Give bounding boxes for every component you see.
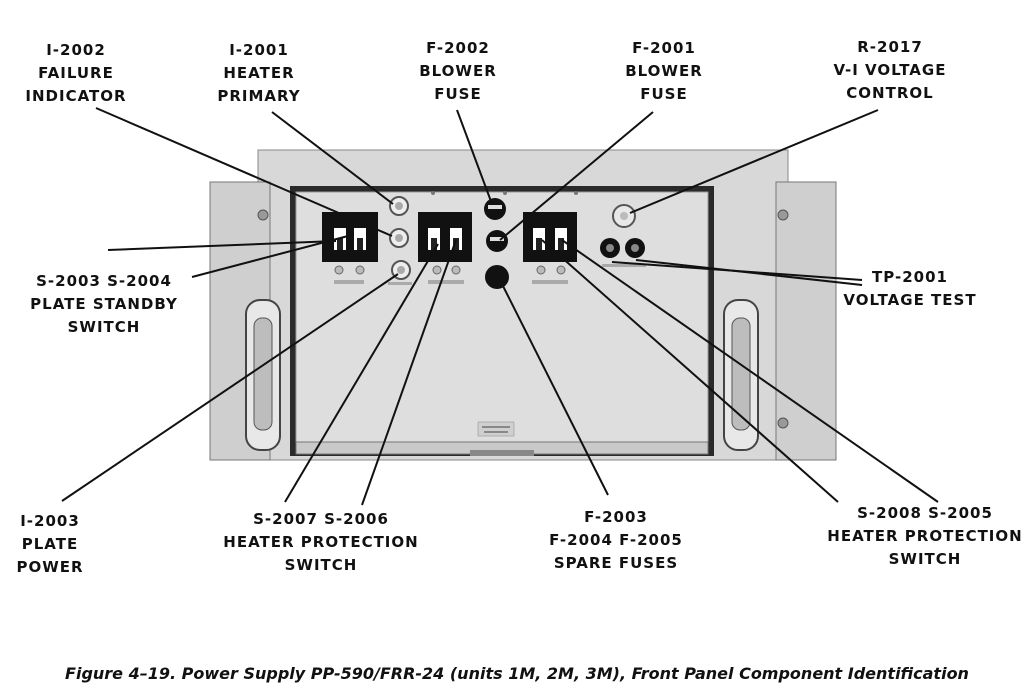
switch-block-plate-standby (322, 212, 378, 284)
leader-i2001 (271, 111, 394, 205)
label-s2003-s2004: S-2003 S-2004 PLATE STANDBY SWITCH (30, 272, 178, 336)
label-s2008-s2005: S-2008 S-2005 HEATER PROTECTION SWITCH (827, 504, 1023, 568)
panel-latch (470, 450, 534, 456)
figure-caption: Figure 4–19. Power Supply PP-590/FRR-24 … (65, 664, 969, 683)
handle-right (723, 299, 759, 451)
leader-f2002 (456, 109, 493, 205)
leader-f2003 (501, 283, 609, 496)
leader-r2017 (629, 109, 879, 214)
label-i2003: I-2003 PLATE POWER (16, 512, 84, 576)
label-i2001: I-2001 HEATER PRIMARY (217, 41, 301, 105)
test-points (600, 238, 646, 267)
leader-s2008 (541, 239, 839, 503)
screw (777, 209, 789, 221)
leader-s2004-b (107, 240, 337, 251)
voltage-control-knob (612, 204, 636, 228)
handle-left (245, 299, 281, 451)
leader-f2001 (499, 111, 654, 241)
leader-i2002 (95, 107, 393, 237)
label-i2002: I-2002 FAILURE INDICATOR (25, 41, 127, 105)
label-s2007-s2006: S-2007 S-2006 HEATER PROTECTION SWITCH (223, 510, 419, 574)
rack-ear-right (775, 181, 837, 461)
label-f2003-f2004-f2005: F-2003 F-2004 F-2005 SPARE FUSES (549, 508, 683, 572)
leader-tp2001-b (635, 259, 863, 286)
fuse-holders (431, 191, 578, 289)
leader-s2006 (361, 239, 457, 506)
screw (257, 209, 269, 221)
label-f2002: F-2002 BLOWER FUSE (419, 39, 497, 103)
switch-block-heater-protection-left (418, 212, 472, 284)
label-tp2001: TP-2001 VOLTAGE TEST (843, 268, 977, 309)
label-r2017: R-2017 V-I VOLTAGE CONTROL (833, 38, 947, 102)
switch-block-heater-protection-right (523, 212, 577, 284)
leader-lines (61, 107, 939, 506)
screw (777, 417, 789, 429)
label-f2001: F-2001 BLOWER FUSE (625, 39, 703, 103)
leader-s2007 (284, 243, 439, 503)
leader-s2003-s2004 (191, 235, 349, 278)
leader-i2003 (61, 273, 399, 502)
nameplate (477, 421, 515, 437)
leader-s2005 (561, 239, 939, 503)
